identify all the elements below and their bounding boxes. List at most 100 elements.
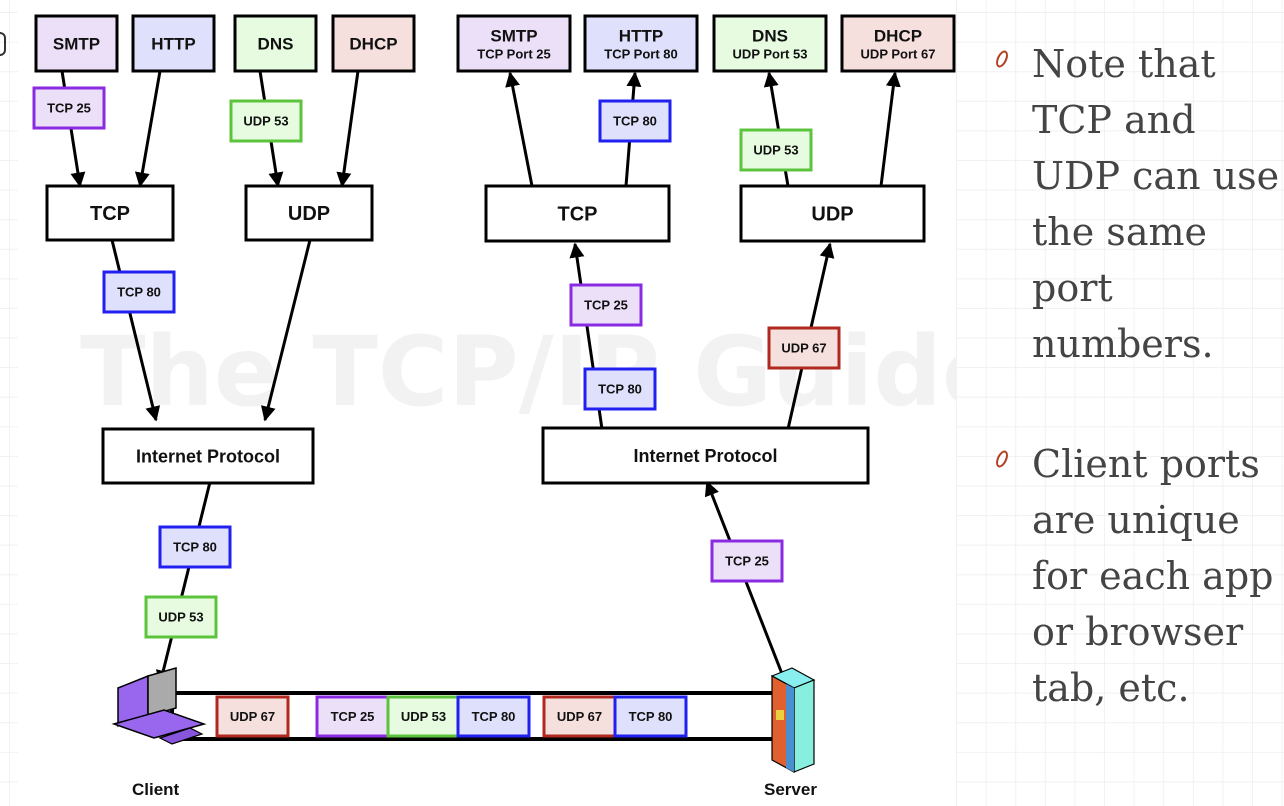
- client-app-dhcp: DHCP: [331, 14, 416, 73]
- wire-packet-frame: [386, 695, 461, 738]
- client-tag-udp53-b-frame: [144, 595, 218, 639]
- client-network-ip: Internet Protocol: [101, 427, 315, 485]
- client-tag-udp53-label: UDP 53: [243, 114, 288, 129]
- server-transport-tcp-label: TCP: [558, 204, 598, 226]
- wire-packet-label: TCP 25: [331, 709, 375, 724]
- server-app-smtp-frame: [456, 14, 572, 73]
- client-tag-tcp25: TCP 25: [32, 86, 106, 130]
- server-network-ip-label: Internet Protocol: [633, 446, 777, 466]
- server-tag-tcp25-b: TCP 25: [710, 539, 784, 583]
- server-app-dns-port: UDP Port 53: [733, 47, 808, 62]
- note-text: Client ports are unique for each app or …: [1032, 442, 1274, 710]
- client-app-dhcp-frame: [331, 14, 416, 73]
- client-computer-icon: [111, 667, 207, 745]
- client-transport-tcp-frame: [45, 184, 175, 242]
- server-tag-tcp25-label: TCP 25: [584, 298, 628, 313]
- wire-packet-frame: [613, 695, 688, 738]
- wire-packet-label: UDP 53: [401, 709, 446, 724]
- note-text: Note that TCP and UDP can use the same p…: [1032, 42, 1280, 366]
- server-rack-icon: [770, 667, 816, 774]
- client-tag-tcp25-label: TCP 25: [47, 101, 91, 116]
- server-tag-tcp25-b-frame: [710, 539, 784, 583]
- notes-list: Note that TCP and UDP can use the same p…: [993, 36, 1284, 716]
- client-app-dhcp-label: DHCP: [349, 35, 397, 54]
- client-tag-tcp80: TCP 80: [102, 270, 176, 314]
- arrow-udp-to-ip: [260, 239, 312, 422]
- server-tag-udp53: UDP 53: [739, 128, 813, 172]
- client-tag-tcp80-b-frame: [158, 525, 232, 569]
- client-app-http-label: HTTP: [151, 35, 195, 54]
- client-transport-tcp-label: TCP: [90, 203, 130, 225]
- wire-packet-label: TCP 80: [472, 709, 516, 724]
- server-tag-tcp80-b-frame: [583, 367, 657, 411]
- client-transport-udp-frame: [244, 184, 374, 242]
- wire-packet-label: UDP 67: [230, 709, 275, 724]
- arrow-tcp-to-ip: [110, 239, 161, 422]
- arrow-http-to-tcp: [134, 70, 162, 188]
- note-item: Note that TCP and UDP can use the same p…: [993, 36, 1284, 372]
- wire-packet: UDP 67: [542, 695, 617, 738]
- client-transport-udp: UDP: [244, 184, 374, 242]
- server-tag-udp67-label: UDP 67: [781, 341, 826, 356]
- wire-packet-label: TCP 80: [629, 709, 673, 724]
- client-tag-udp53-frame: [229, 99, 303, 143]
- server-transport-udp-label: UDP: [811, 204, 853, 226]
- client-app-dns-frame: [233, 14, 318, 73]
- wire-packet: TCP 25: [315, 695, 390, 738]
- server-transport-tcp: TCP: [484, 184, 671, 243]
- server-tag-tcp80-frame: [598, 99, 672, 143]
- server-tag-udp53-frame: [739, 128, 813, 172]
- bullet-icon: [993, 48, 1011, 70]
- server-app-http-frame: [583, 14, 699, 73]
- server-tag-tcp80-label: TCP 80: [613, 114, 657, 129]
- server-app-smtp-port: TCP Port 25: [477, 47, 550, 62]
- arrow-ip-to-client: [155, 481, 212, 686]
- server-network-ip: Internet Protocol: [541, 426, 870, 485]
- server-tag-tcp25: TCP 25: [569, 283, 643, 327]
- client-label: Client: [132, 780, 180, 799]
- server-tag-tcp80-b: TCP 80: [583, 367, 657, 411]
- client-network-ip-label: Internet Protocol: [136, 446, 280, 466]
- server-app-dns-label: DNS: [752, 27, 788, 46]
- client-tag-udp53-b: UDP 53: [144, 595, 218, 639]
- client-app-http-frame: [131, 14, 216, 73]
- wire-packet-label: UDP 67: [557, 709, 602, 724]
- client-tag-tcp80-label: TCP 80: [117, 285, 161, 300]
- wire-packet: UDP 67: [215, 695, 290, 738]
- client-tag-tcp25-frame: [32, 86, 106, 130]
- server-app-dhcp-label: DHCP: [874, 27, 922, 46]
- server-tag-tcp80-b-label: TCP 80: [598, 382, 642, 397]
- client-app-http: HTTP: [131, 14, 216, 73]
- client-network-ip-frame: [101, 427, 315, 485]
- server-transport-tcp-frame: [484, 184, 671, 243]
- server-transport-udp-frame: [739, 184, 926, 243]
- client-tag-tcp80-frame: [102, 270, 176, 314]
- wire-packet: TCP 80: [613, 695, 688, 738]
- arrow-udp-to-dhcp: [879, 71, 901, 187]
- wire-packet: TCP 80: [456, 695, 531, 738]
- wire-packet-frame: [542, 695, 617, 738]
- server-tag-udp53-label: UDP 53: [753, 143, 798, 158]
- client-tag-udp53-b-label: UDP 53: [158, 610, 203, 625]
- client-transport-tcp: TCP: [45, 184, 175, 242]
- server-app-dhcp-frame: [840, 14, 956, 73]
- server-label: Server: [764, 780, 817, 799]
- server-app-http-label: HTTP: [619, 27, 663, 46]
- client-app-smtp-label: SMTP: [53, 35, 100, 54]
- server-tag-udp67-frame: [767, 326, 841, 370]
- server-tag-udp67: UDP 67: [767, 326, 841, 370]
- arrow-dhcp-to-udp: [336, 70, 360, 188]
- cropped-glyph: [0, 32, 6, 56]
- client-app-dns-label: DNS: [258, 35, 294, 54]
- wire-packet-frame: [456, 695, 531, 738]
- server-app-smtp-label: SMTP: [490, 27, 537, 46]
- client-tag-tcp80-b-label: TCP 80: [173, 540, 217, 555]
- server-tag-tcp80: TCP 80: [598, 99, 672, 143]
- server-tag-tcp25-frame: [569, 283, 643, 327]
- bullet-icon: [993, 448, 1011, 470]
- client-app-dns: DNS: [233, 14, 318, 73]
